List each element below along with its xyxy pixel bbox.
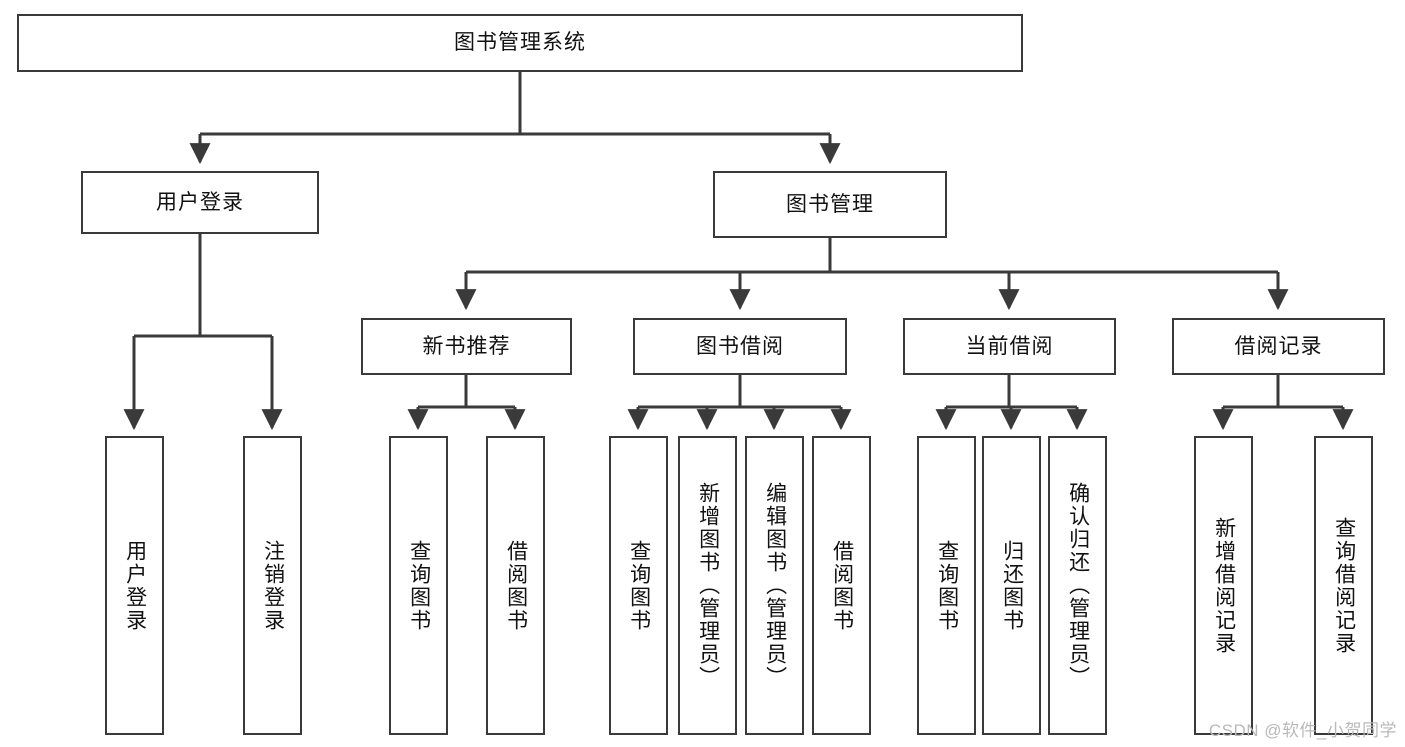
leaf-borrow-record-query-record[interactable]: 查询借阅记录 bbox=[1314, 436, 1373, 735]
leaf-new-book-borrow-book[interactable]: 借阅图书 bbox=[486, 436, 545, 735]
node-current-borrow[interactable]: 当前借阅 bbox=[903, 318, 1116, 375]
leaf-book-borrow-add-book-admin[interactable]: 新增图书（管理员） bbox=[678, 436, 737, 735]
node-label: 当前借阅 bbox=[965, 334, 1054, 358]
node-label: 归还图书 bbox=[1000, 539, 1024, 632]
leaf-book-borrow-query-book[interactable]: 查询图书 bbox=[609, 436, 668, 735]
leaf-current-borrow-query-book[interactable]: 查询图书 bbox=[917, 436, 976, 735]
node-label: 用户登录 bbox=[123, 539, 147, 632]
leaf-user-login-logout[interactable]: 注销登录 bbox=[243, 436, 302, 735]
watermark-text: CSDN @软件_小贺同学 bbox=[1208, 721, 1397, 740]
node-label: 查询借阅记录 bbox=[1332, 516, 1356, 655]
node-label: 注销登录 bbox=[261, 539, 285, 632]
leaf-current-borrow-confirm-return-admin[interactable]: 确认归还（管理员） bbox=[1048, 436, 1107, 735]
node-label: 图书管理 bbox=[786, 192, 874, 216]
node-label: 确认归还（管理员） bbox=[1066, 482, 1090, 689]
node-label: 借阅图书 bbox=[504, 539, 528, 632]
node-label: 图书管理系统 bbox=[454, 31, 586, 55]
leaf-current-borrow-return-book[interactable]: 归还图书 bbox=[982, 436, 1041, 735]
leaf-new-book-query-book[interactable]: 查询图书 bbox=[389, 436, 448, 735]
node-user-login[interactable]: 用户登录 bbox=[81, 171, 319, 234]
leaf-borrow-record-add-record[interactable]: 新增借阅记录 bbox=[1194, 436, 1253, 735]
node-root-book-management-system[interactable]: 图书管理系统 bbox=[17, 14, 1023, 72]
node-new-book-recommend[interactable]: 新书推荐 bbox=[361, 318, 572, 375]
leaf-book-borrow-edit-book-admin[interactable]: 编辑图书（管理员） bbox=[745, 436, 804, 735]
node-book-borrow[interactable]: 图书借阅 bbox=[633, 318, 847, 375]
node-label: 新书推荐 bbox=[422, 334, 511, 358]
node-label: 编辑图书（管理员） bbox=[763, 482, 787, 689]
node-label: 借阅图书 bbox=[830, 539, 854, 632]
node-label: 查询图书 bbox=[627, 539, 651, 632]
node-label: 新增图书（管理员） bbox=[696, 482, 720, 689]
leaf-book-borrow-borrow-book[interactable]: 借阅图书 bbox=[812, 436, 871, 735]
node-book-management[interactable]: 图书管理 bbox=[713, 171, 947, 238]
node-label: 查询图书 bbox=[407, 539, 431, 632]
leaf-user-login-login[interactable]: 用户登录 bbox=[105, 436, 164, 735]
node-label: 新增借阅记录 bbox=[1212, 516, 1236, 655]
node-label: 借阅记录 bbox=[1234, 334, 1323, 358]
node-label: 图书借阅 bbox=[696, 334, 784, 358]
node-label: 用户登录 bbox=[156, 190, 244, 214]
node-label: 查询图书 bbox=[935, 539, 959, 632]
node-borrow-record[interactable]: 借阅记录 bbox=[1172, 318, 1385, 375]
